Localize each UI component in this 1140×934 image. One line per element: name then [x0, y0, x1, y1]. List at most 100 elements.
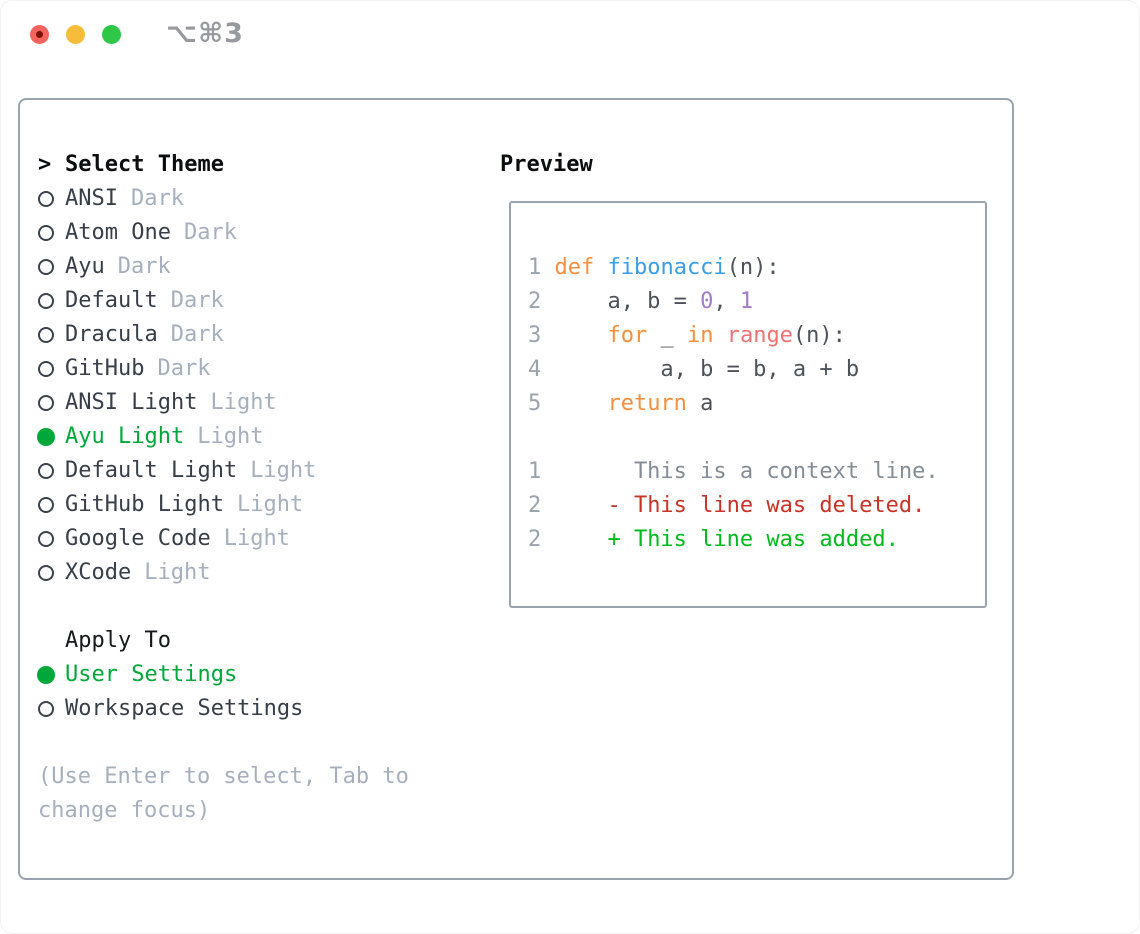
- theme-name: Default: [65, 288, 158, 313]
- theme-variant: Dark: [170, 322, 224, 347]
- theme-variant: Dark: [117, 254, 171, 279]
- apply-item-user-settings[interactable]: User Settings: [37, 658, 478, 692]
- code-line: 2 a, b = 0, 1: [528, 285, 985, 319]
- line-number: 5: [528, 391, 542, 416]
- minimize-button[interactable]: [66, 25, 85, 44]
- theme-item-ansi-light[interactable]: ANSI Light Light: [38, 386, 478, 420]
- theme-list-header: > Select Theme: [38, 148, 478, 182]
- theme-name: Google Code: [65, 526, 211, 551]
- zoom-button[interactable]: [102, 25, 121, 44]
- theme-selector: > Select Theme ANSI Dark Atom One Dark A…: [37, 148, 478, 828]
- code-segment: (n):: [792, 323, 846, 348]
- code-segment: fibonacci: [607, 255, 727, 280]
- radio-icon: [37, 666, 65, 684]
- line-number: 1: [528, 459, 542, 484]
- theme-item-ansi-dark[interactable]: ANSI Dark: [38, 182, 478, 216]
- code-segment: [713, 323, 726, 348]
- line-number: 2: [528, 289, 542, 314]
- code-segment: range: [726, 323, 793, 348]
- radio-icon: [38, 463, 65, 479]
- close-button[interactable]: [30, 25, 49, 44]
- theme-item-ayu-light[interactable]: Ayu Light Light: [37, 420, 478, 454]
- help-hint-line1: (Use Enter to select, Tab to: [38, 764, 409, 789]
- code-segment: a, b =: [554, 289, 701, 314]
- code-segment: ,: [713, 289, 740, 314]
- code-segment: [594, 255, 607, 280]
- theme-name: GitHub: [65, 356, 145, 381]
- theme-item-default-light[interactable]: Default Light Light: [38, 454, 478, 488]
- code-segment: 1: [739, 289, 754, 314]
- code-line: 5 return a: [528, 387, 985, 421]
- code-segment: in: [686, 323, 714, 348]
- theme-variant: Light: [210, 390, 277, 415]
- diff-added-line: 2 + This line was added.: [528, 523, 985, 557]
- diff-segment: + This line was added.: [607, 527, 899, 552]
- unsaved-dot-icon: [36, 31, 43, 38]
- code-segment: def: [554, 255, 595, 280]
- apply-item-workspace-settings[interactable]: Workspace Settings: [38, 692, 478, 726]
- diff-segment: This is a context line.: [554, 459, 939, 484]
- radio-icon: [38, 531, 65, 547]
- code-segment: 0: [700, 289, 714, 314]
- code-segment: for: [607, 323, 648, 348]
- line-number: 1: [528, 255, 542, 280]
- code-segment: [554, 391, 607, 416]
- apply-to-title: Apply To: [65, 628, 171, 653]
- line-number: 2: [528, 493, 542, 518]
- theme-variant: Dark: [157, 356, 211, 381]
- theme-item-xcode-light[interactable]: XCode Light: [38, 556, 478, 590]
- theme-item-ayu-dark[interactable]: Ayu Dark: [38, 250, 478, 284]
- radio-icon: [38, 361, 65, 377]
- theme-item-atom-one-dark[interactable]: Atom One Dark: [38, 216, 478, 250]
- theme-item-dracula-dark[interactable]: Dracula Dark: [38, 318, 478, 352]
- line-number: 2: [528, 527, 542, 552]
- theme-variant: Dark: [183, 220, 237, 245]
- radio-icon: [38, 327, 65, 343]
- code-segment: a, b = b, a + b: [554, 357, 860, 382]
- theme-name: Atom One: [65, 220, 171, 245]
- diff-context-line: 1 This is a context line.: [528, 455, 985, 489]
- theme-name: Dracula: [65, 322, 158, 347]
- spacer: [38, 726, 478, 760]
- diff-segment: [554, 527, 607, 552]
- theme-name: Ayu: [65, 254, 105, 279]
- radio-icon: [38, 293, 65, 309]
- spacer: [528, 421, 985, 455]
- theme-name: XCode: [65, 560, 132, 585]
- diff-deleted-line: 2 - This line was deleted.: [528, 489, 985, 523]
- apply-to-header: Apply To: [38, 624, 478, 658]
- preview-box: 1 def fibonacci (n): 2 a, b = 0, 1 3 for _…: [509, 201, 987, 608]
- apply-item-label: Workspace Settings: [65, 696, 304, 721]
- window-shortcut-label: ⌥⌘3: [166, 18, 244, 49]
- prompt-icon: >: [38, 152, 52, 177]
- spacer: [38, 590, 478, 624]
- theme-item-github-light[interactable]: GitHub Light Light: [38, 488, 478, 522]
- theme-variant: Light: [250, 458, 317, 483]
- code-segment: return: [607, 391, 687, 416]
- radio-icon: [38, 225, 65, 241]
- theme-variant: Light: [236, 492, 304, 517]
- code-segment: a: [686, 391, 714, 416]
- theme-item-default-dark[interactable]: Default Dark: [38, 284, 478, 318]
- apply-item-label: User Settings: [65, 662, 238, 687]
- line-number: 3: [528, 323, 542, 348]
- theme-variant: Light: [197, 424, 264, 449]
- radio-icon: [37, 428, 65, 446]
- theme-list-title: Select Theme: [65, 152, 224, 177]
- theme-name: Ayu Light: [65, 424, 185, 449]
- code-line: 3 for _ in range(n):: [528, 319, 985, 353]
- code-segment: [554, 323, 607, 348]
- preview-header: Preview: [500, 152, 593, 177]
- help-hint-line2: change focus): [38, 798, 211, 823]
- theme-item-google-code-light[interactable]: Google Code Light: [38, 522, 478, 556]
- code-segment: _: [647, 323, 687, 348]
- diff-segment: - This line was deleted.: [607, 493, 926, 518]
- theme-name: ANSI: [65, 186, 118, 211]
- main-panel: > Select Theme ANSI Dark Atom One Dark A…: [18, 98, 1014, 880]
- radio-icon: [38, 259, 65, 275]
- diff-segment: [554, 493, 607, 518]
- theme-item-github-dark[interactable]: GitHub Dark: [38, 352, 478, 386]
- code-line: 4 a, b = b, a + b: [528, 353, 985, 387]
